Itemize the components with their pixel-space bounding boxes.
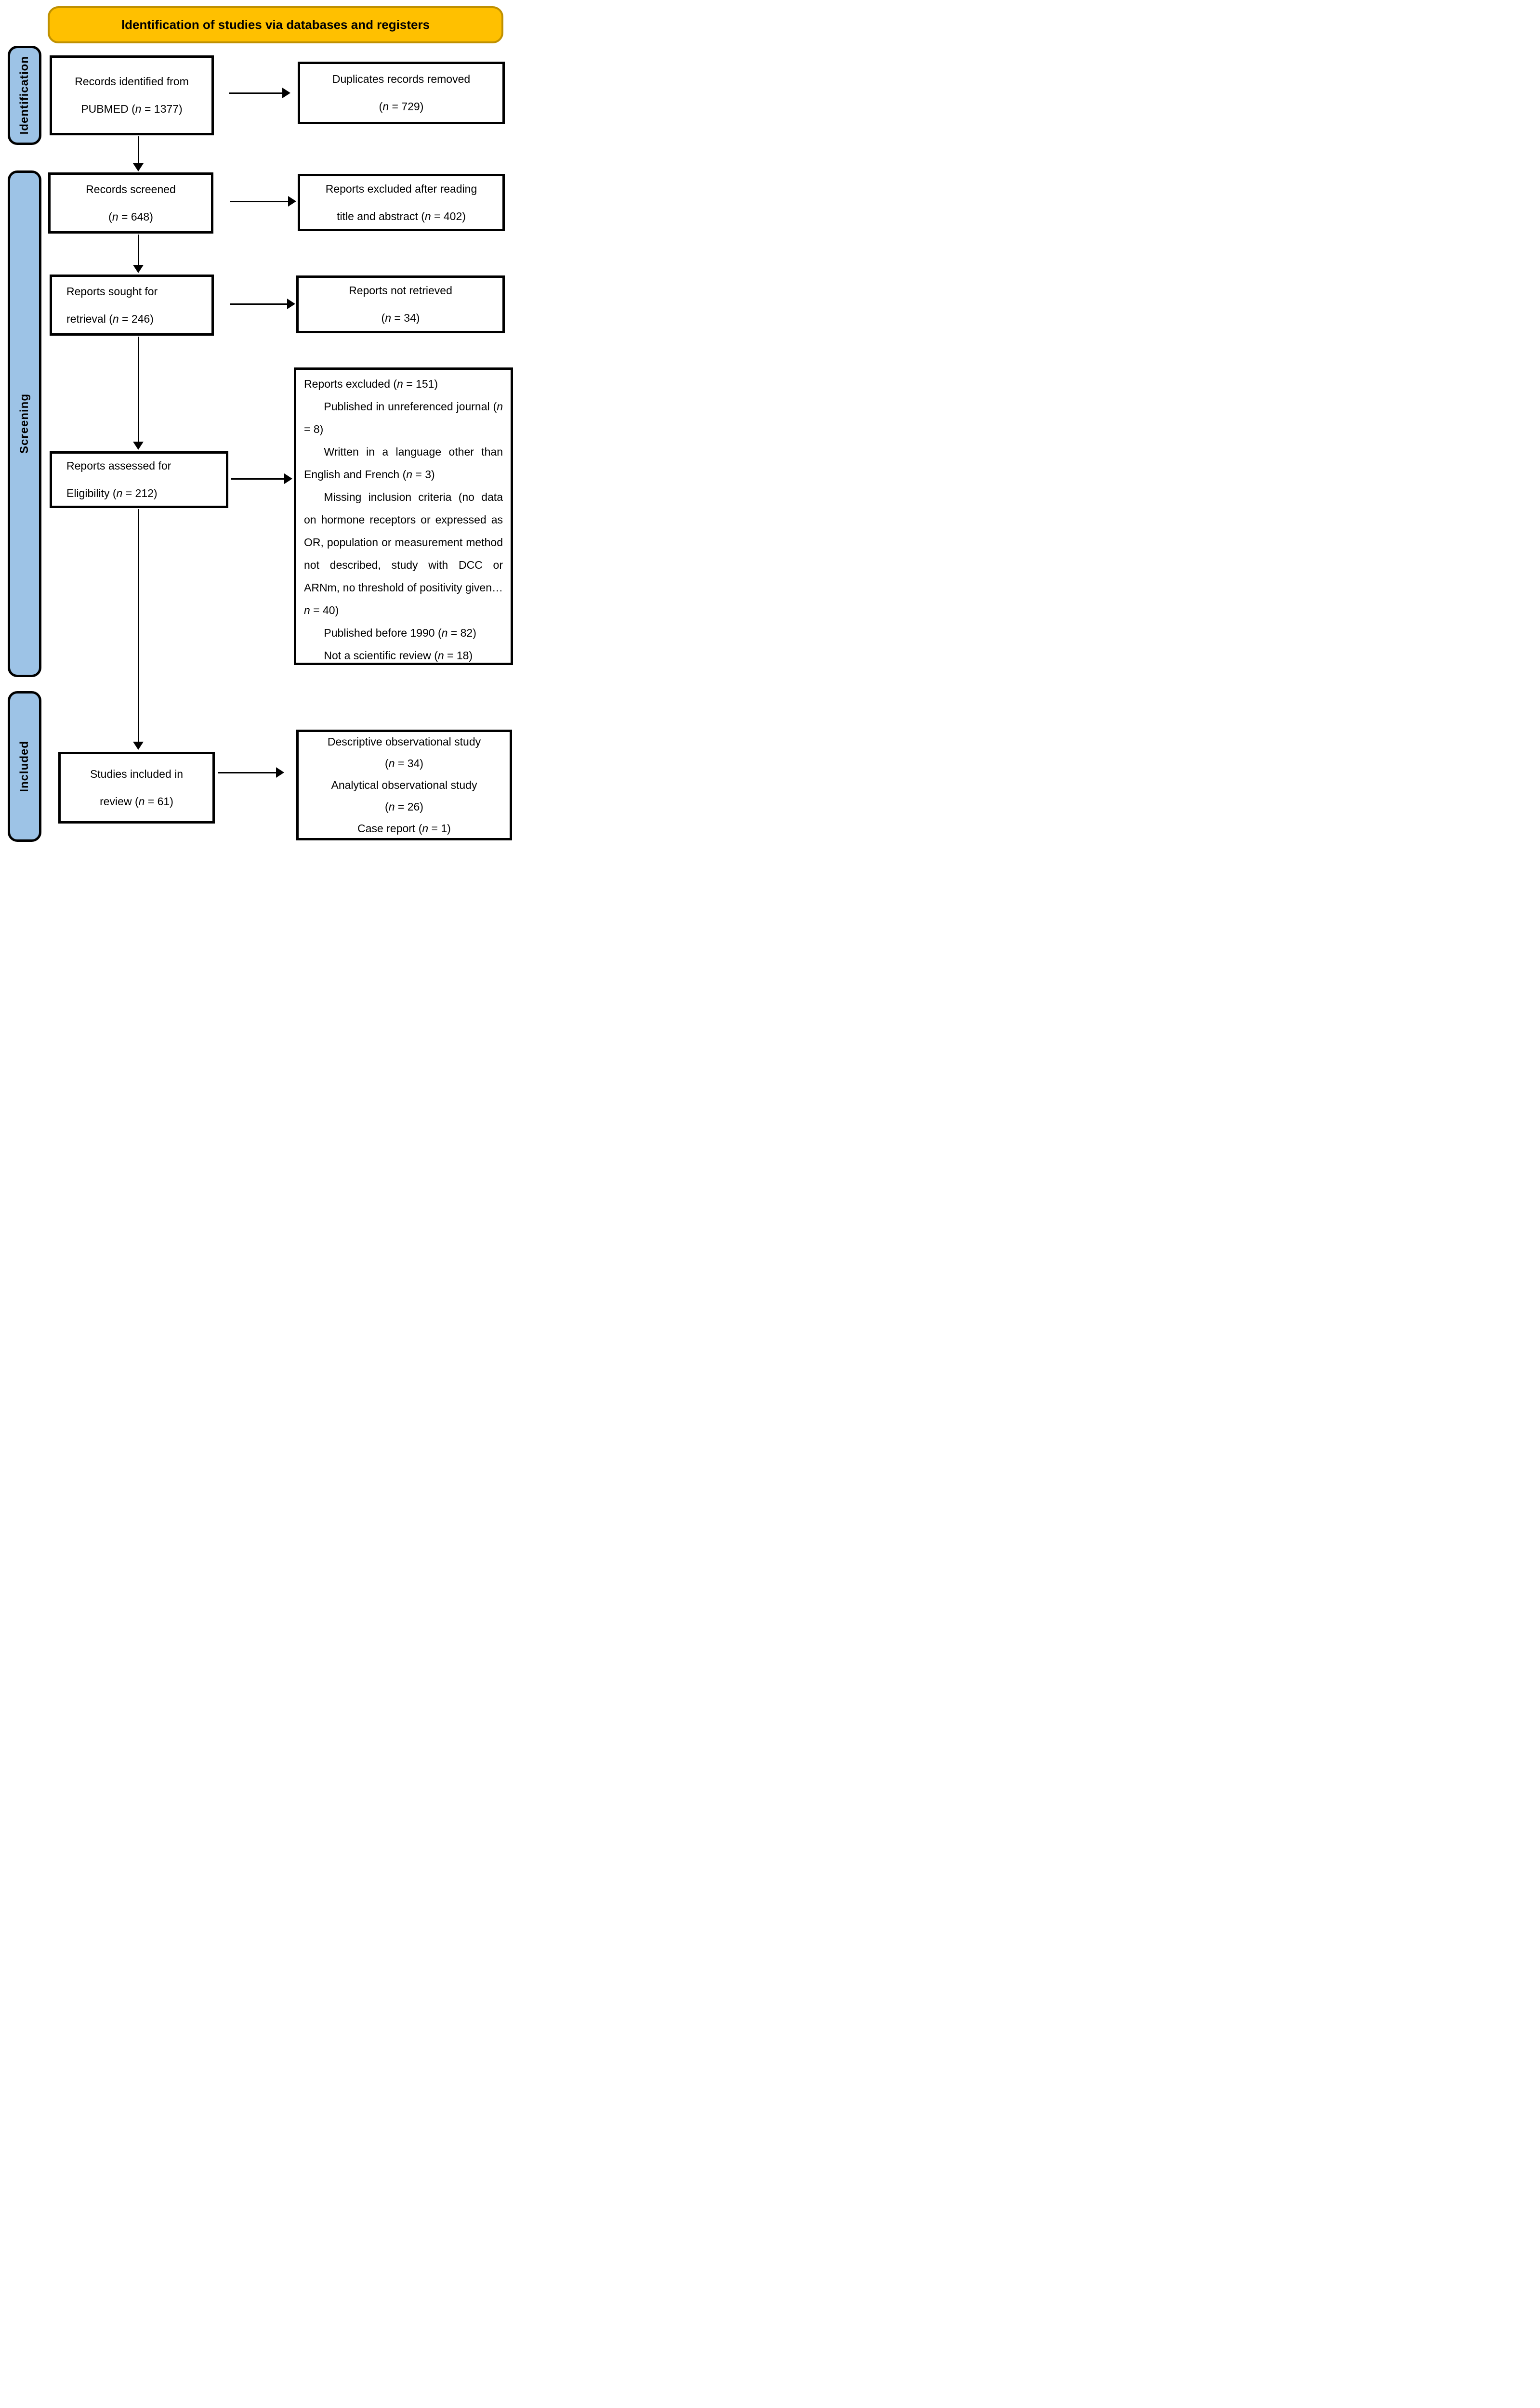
arrow-head-icon	[133, 442, 144, 450]
box-line: (n = 34)	[381, 312, 420, 324]
arrow-sought-to-not-retrieved	[230, 299, 295, 309]
arrow-included-to-breakdown	[218, 767, 284, 778]
arrow-shaft	[137, 337, 139, 443]
arrow-head-icon	[282, 88, 290, 98]
exclusion-item: Published before 1990 (n = 82)	[324, 627, 476, 639]
stage-identification: Identification	[8, 46, 41, 145]
arrow-identified-to-screened	[133, 136, 144, 171]
arrow-shaft	[137, 509, 139, 743]
box-line: (n = 648)	[108, 210, 153, 223]
box-line: Studies included in	[90, 767, 184, 780]
box-line: (n = 26)	[385, 800, 423, 813]
box-duplicates-removed: Duplicates records removed (n = 729)	[298, 62, 505, 124]
box-reports-assessed: Reports assessed for Eligibility (n = 21…	[50, 451, 228, 508]
box-included-breakdown: Descriptive observational study (n = 34)…	[296, 730, 512, 840]
box-reports-excluded-detail: Reports excluded (n = 151) Published in …	[294, 367, 513, 665]
arrow-sought-to-assessed	[133, 337, 144, 450]
arrow-head-icon	[133, 265, 144, 273]
arrow-identified-to-duplicates	[229, 88, 290, 98]
stage-included: Included	[8, 691, 41, 842]
box-records-identified: Records identified from PUBMED (n = 1377…	[50, 55, 214, 135]
arrow-shaft	[137, 136, 139, 164]
box-line: Records identified from	[75, 75, 189, 88]
arrow-shaft	[218, 772, 277, 773]
arrow-screened-to-excluded	[230, 196, 296, 207]
box-reports-excluded-title-abstract: Reports excluded after reading title and…	[298, 174, 505, 231]
exclusion-item: Written in a language other than English…	[304, 445, 503, 481]
box-line: Eligibility (n = 212)	[66, 487, 158, 499]
exclusion-item: Missing inclusion criteria (no data on h…	[304, 491, 503, 616]
box-line: (n = 729)	[379, 100, 424, 113]
banner-title: Identification of studies via databases …	[48, 6, 503, 43]
box-line: Reports not retrieved	[349, 284, 452, 297]
stage-screening-label: Screening	[18, 393, 31, 454]
arrow-shaft	[230, 200, 289, 202]
box-line: Duplicates records removed	[332, 73, 471, 85]
box-studies-included: Studies included in review (n = 61)	[58, 752, 215, 824]
box-line: Descriptive observational study	[327, 735, 481, 748]
box-line: retrieval (n = 246)	[66, 312, 154, 325]
arrow-assessed-to-excluded-detail	[231, 473, 292, 484]
arrow-head-icon	[133, 163, 144, 171]
banner-title-text: Identification of studies via databases …	[121, 17, 430, 32]
arrow-screened-to-sought	[133, 235, 144, 273]
box-reports-not-retrieved: Reports not retrieved (n = 34)	[296, 275, 505, 333]
arrow-head-icon	[284, 473, 292, 484]
arrow-head-icon	[276, 767, 284, 778]
arrow-shaft	[231, 478, 285, 480]
box-line: Reports sought for	[66, 285, 158, 298]
prisma-flow-diagram: Identification of studies via databases …	[0, 0, 513, 845]
exclusion-item: Not a scientific review (n = 18)	[324, 649, 473, 662]
box-line: review (n = 61)	[100, 795, 173, 808]
stage-screening: Screening	[8, 170, 41, 677]
stage-identification-label: Identification	[18, 56, 31, 135]
arrow-shaft	[137, 235, 139, 266]
box-line: Case report (n = 1)	[357, 822, 451, 835]
box-reports-sought: Reports sought for retrieval (n = 246)	[50, 275, 214, 336]
box-records-screened: Records screened (n = 648)	[48, 172, 213, 234]
box-line: PUBMED (n = 1377)	[81, 103, 183, 115]
arrow-head-icon	[288, 196, 296, 207]
box-line: title and abstract (n = 402)	[337, 209, 466, 222]
arrow-assessed-to-included	[133, 509, 144, 750]
box-line: Reports assessed for	[66, 459, 171, 472]
exclusion-item: Published in unreferenced journal (n = 8…	[304, 400, 503, 435]
arrow-shaft	[229, 92, 283, 94]
box-line: (n = 34)	[385, 757, 423, 770]
arrow-shaft	[230, 303, 288, 305]
box-line: Reports excluded after reading	[325, 182, 477, 195]
arrow-head-icon	[287, 299, 295, 309]
box-line: Records screened	[86, 183, 176, 196]
arrow-head-icon	[133, 742, 144, 750]
exclusion-header: Reports excluded (n = 151)	[304, 378, 438, 390]
stage-included-label: Included	[18, 741, 31, 792]
box-line: Analytical observational study	[331, 778, 477, 791]
